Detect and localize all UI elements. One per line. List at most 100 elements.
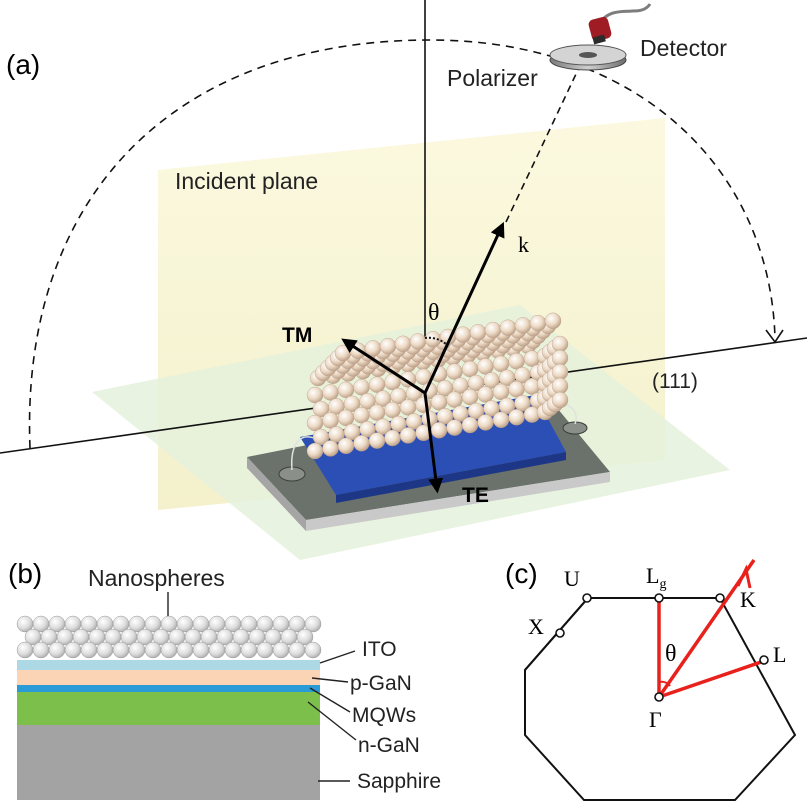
nanosphere [322,384,339,401]
x-label: X [528,614,544,639]
nanosphere [304,615,322,633]
polarizer-label: Polarizer [447,65,538,91]
k-point-label: K [740,587,756,612]
nanosphere [176,641,194,659]
sapphire-label: Sapphire [357,770,441,793]
nanosphere [551,349,569,367]
gamma-l-line [658,659,765,699]
gamma-label: Γ [649,707,662,732]
nanosphere [492,355,510,372]
nanosphere [477,386,494,403]
nanosphere [240,641,258,659]
nanosphere [64,641,82,659]
pgan-label: p-GaN [350,672,412,695]
nanosphere [160,641,178,659]
nanospheres-label: Nanospheres [88,565,225,591]
detector-icon [588,3,652,45]
pgan-leader [311,677,349,683]
nanosphere [415,396,432,413]
nanosphere [368,432,386,449]
nanosphere [322,412,339,429]
panel-c-label: (c) [505,558,538,589]
k-extension [505,54,586,223]
k-incident-arrowhead [736,564,752,589]
polarizer [549,44,627,71]
tm-vector [341,338,426,395]
nanosphere [499,319,517,336]
nanosphere [80,641,98,659]
nanosphere [208,641,226,659]
nanosphere [384,429,401,447]
mqw-leader [309,687,351,713]
point-k [715,593,725,603]
rotation-arc [28,39,776,449]
pgan-layer [17,670,320,685]
nanosphere [337,381,355,398]
nanosphere [256,641,274,659]
theta-arc [424,336,447,345]
nanosphere [461,388,479,406]
nanosphere [514,317,532,334]
u-label: U [564,566,580,591]
nanosphere [469,324,487,341]
nanosphere-layer [16,615,322,659]
te-vector [423,392,444,494]
panel-b-label: (b) [8,558,42,589]
nanosphere [484,321,502,339]
l-label: L [773,642,786,667]
ito-label: ITO [362,638,397,661]
nanosphere [224,641,242,659]
panel-b: (b) Nanospheres ITO p-GaN MQWs n-GaN Sap… [8,558,441,800]
nanosphere [461,416,479,434]
nanosphere [508,353,525,370]
nanosphere [368,376,386,393]
nanosphere [454,326,472,343]
nanosphere [477,414,494,431]
nanosphere [551,377,569,395]
k-label: k [518,232,529,257]
nanosphere [551,391,569,409]
nanosphere [508,381,525,398]
point-x [555,628,565,638]
sapphire-layer [17,725,320,800]
nanosphere [353,435,370,452]
nanosphere [112,641,130,659]
lg-label: Lg [646,563,666,592]
nanosphere [16,641,34,659]
nanosphere [399,399,417,416]
point-l [759,655,769,665]
nanosphere [446,363,463,380]
nanosphere [430,394,448,411]
nanosphere [334,344,352,362]
nanosphere [337,409,355,426]
nanosphere [192,641,210,659]
te-label: TE [462,484,489,507]
nanosphere [446,419,463,436]
nanosphere [322,440,339,457]
nanosphere [306,414,324,432]
nanosphere [144,641,162,659]
nanosphere [272,641,290,659]
point-lg [654,593,664,603]
nanosphere [492,383,510,400]
nanosphere [288,641,306,659]
ngan-layer [17,692,320,725]
nanosphere [409,333,427,350]
nanosphere [32,641,50,659]
ngan-label: n-GaN [358,734,420,757]
detector-label: Detector [640,35,727,61]
nanosphere [492,411,510,428]
nanosphere [477,358,494,375]
point-u [582,593,592,603]
incident-plane-label: Incident plane [175,168,318,194]
nanosphere [384,401,401,419]
ito-leader [319,650,356,664]
nanosphere [306,442,324,460]
nanosphere [399,427,417,444]
nanosphere [446,391,463,408]
nanosphere [551,335,569,353]
tm-label: TM [282,324,312,347]
mqw-layer [17,685,320,692]
